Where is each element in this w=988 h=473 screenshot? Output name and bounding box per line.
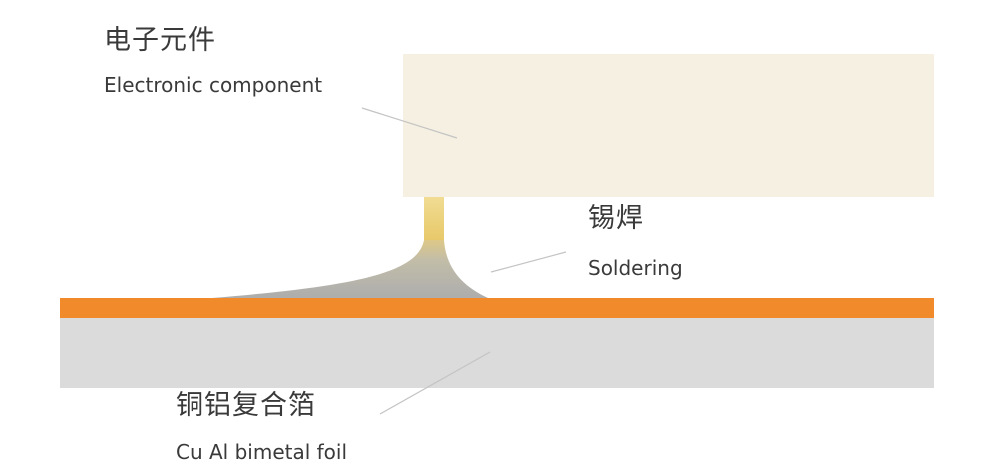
foil-label-zh: 铜铝复合箔 — [176, 390, 316, 421]
aluminum-layer — [60, 318, 934, 388]
component-label-zh: 电子元件 — [104, 25, 216, 56]
solder-label-en: Soldering — [588, 256, 683, 280]
foil-label-en: Cu Al bimetal foil — [176, 440, 348, 464]
solder-leader-line — [490, 251, 567, 273]
solder-fillet — [212, 240, 488, 298]
component-label-en: Electronic component — [104, 73, 323, 97]
copper-layer — [60, 298, 934, 318]
solder-lead-pin — [424, 197, 444, 252]
foil-leader-line — [379, 351, 491, 415]
solder-label-zh: 锡焊 — [588, 203, 644, 234]
component-leader-line — [361, 107, 458, 139]
electronic-component-body — [403, 54, 934, 197]
